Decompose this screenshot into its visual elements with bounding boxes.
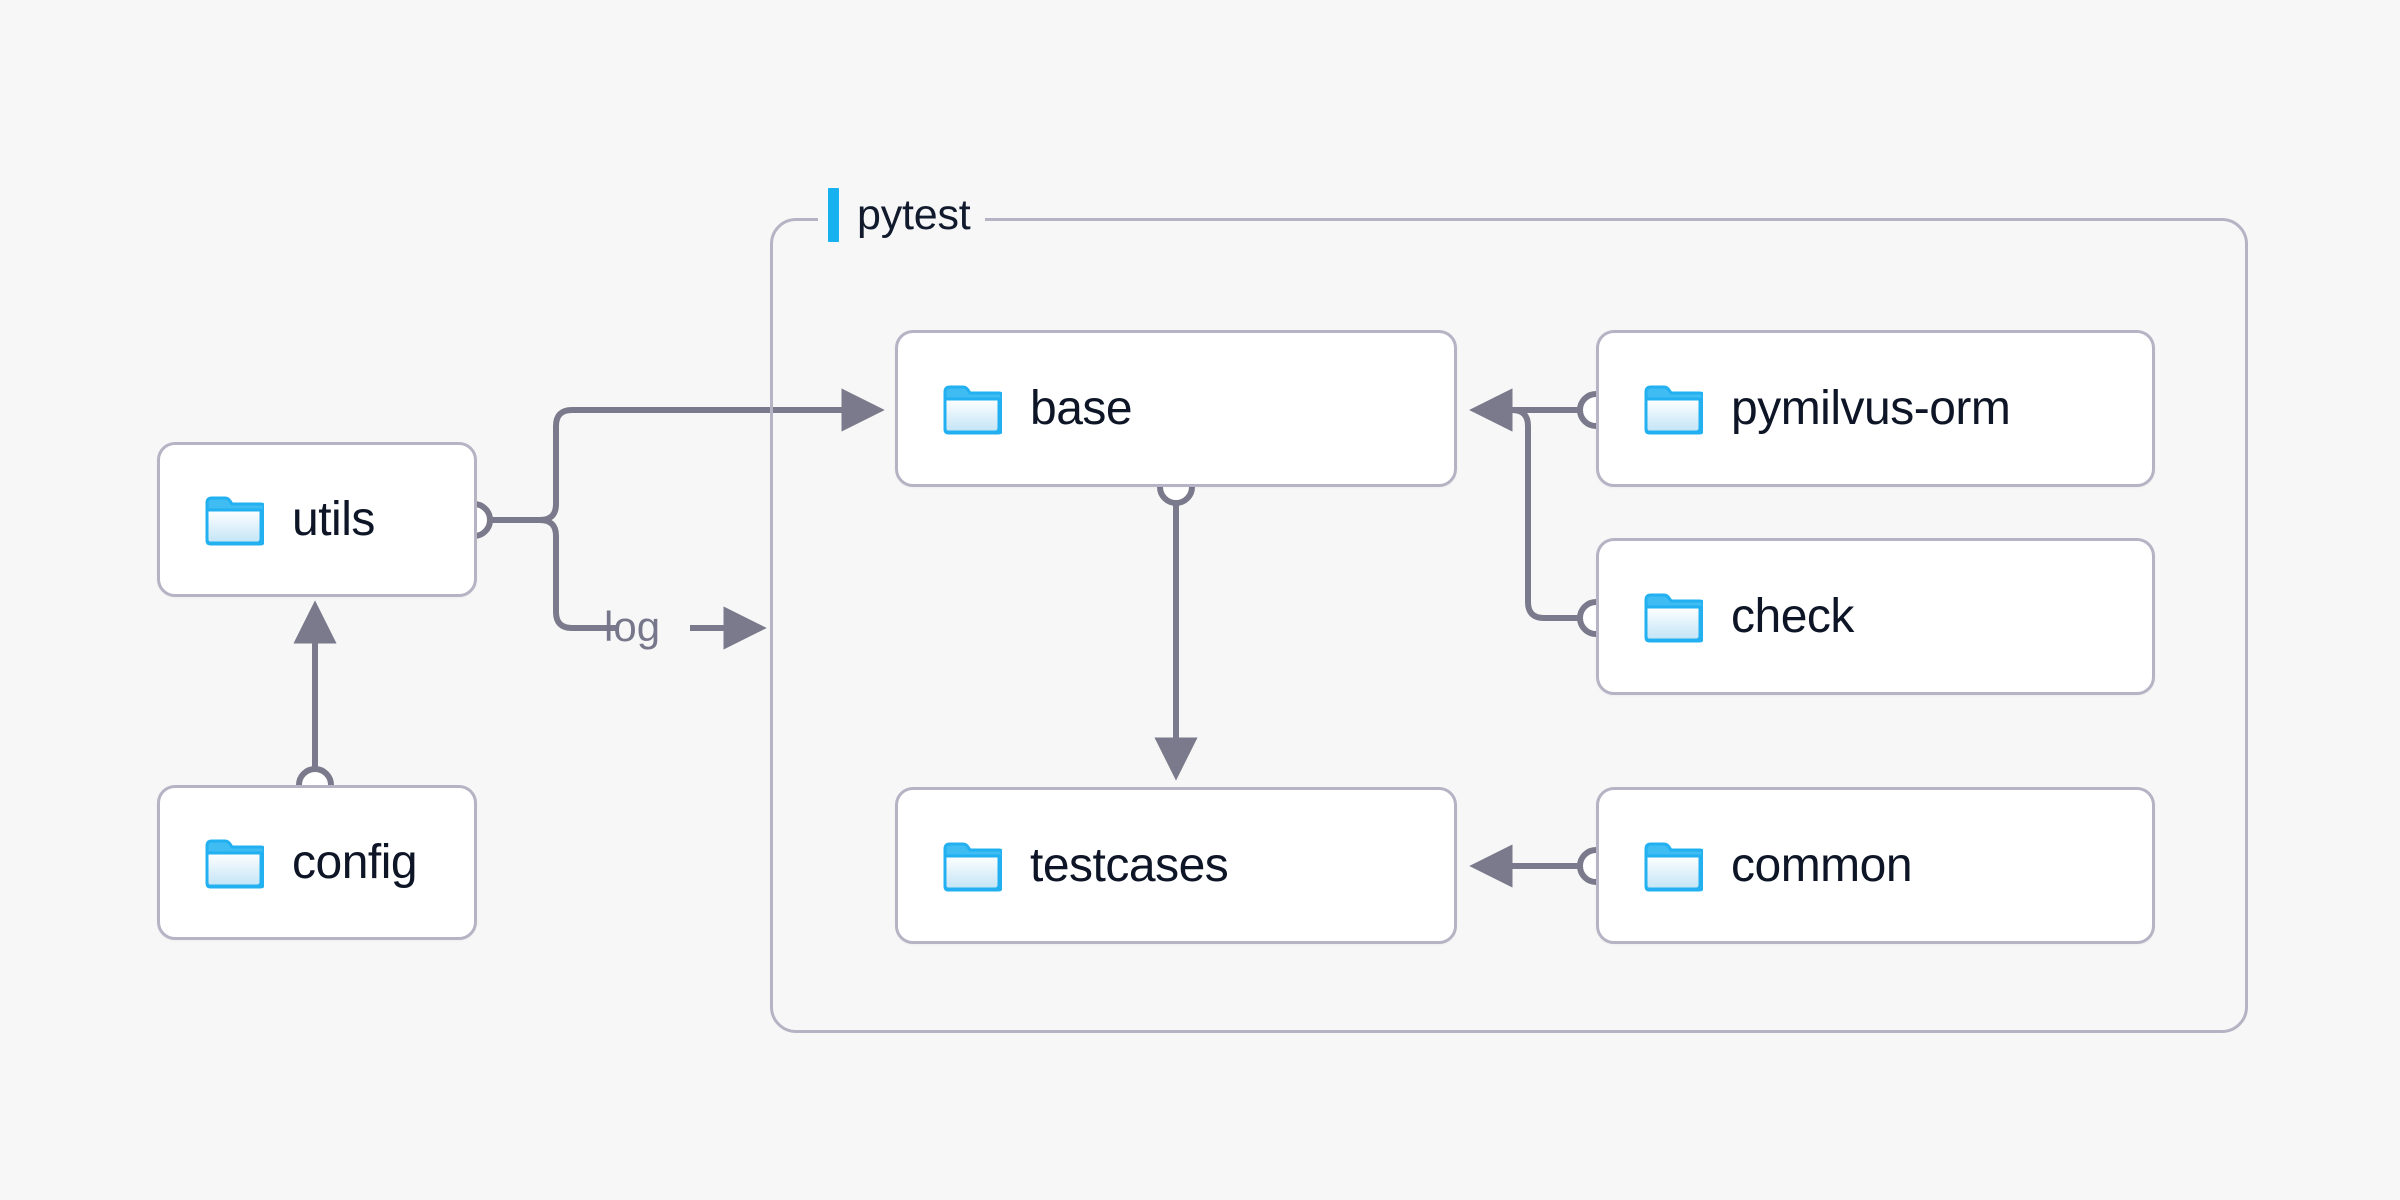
node-pymilvus-orm-label: pymilvus-orm bbox=[1731, 381, 2011, 435]
folder-icon bbox=[1644, 842, 1703, 891]
folder-icon bbox=[1644, 593, 1703, 642]
node-check-label: check bbox=[1731, 589, 1854, 643]
group-pytest-label: pytest bbox=[818, 188, 985, 242]
node-base-label: base bbox=[1030, 381, 1133, 435]
group-accent-bar bbox=[828, 188, 839, 242]
node-common-label: common bbox=[1731, 838, 1913, 892]
node-config[interactable]: config bbox=[157, 785, 477, 940]
group-pytest-title: pytest bbox=[857, 190, 971, 239]
node-utils-label: utils bbox=[292, 492, 375, 546]
folder-icon bbox=[943, 842, 1002, 891]
edge-label-log: log bbox=[604, 606, 660, 648]
node-testcases[interactable]: testcases bbox=[895, 787, 1457, 944]
edge-label-log-text: log bbox=[604, 603, 661, 650]
node-check[interactable]: check bbox=[1596, 538, 2155, 695]
folder-icon bbox=[205, 839, 264, 888]
group-pytest[interactable] bbox=[770, 218, 2248, 1033]
node-common[interactable]: common bbox=[1596, 787, 2155, 944]
node-utils[interactable]: utils bbox=[157, 442, 477, 597]
folder-icon bbox=[943, 385, 1002, 434]
node-base[interactable]: base bbox=[895, 330, 1457, 487]
node-config-label: config bbox=[292, 835, 418, 889]
node-testcases-label: testcases bbox=[1030, 838, 1229, 892]
node-pymilvus-orm[interactable]: pymilvus-orm bbox=[1596, 330, 2155, 487]
folder-icon bbox=[205, 496, 264, 545]
folder-icon bbox=[1644, 385, 1703, 434]
